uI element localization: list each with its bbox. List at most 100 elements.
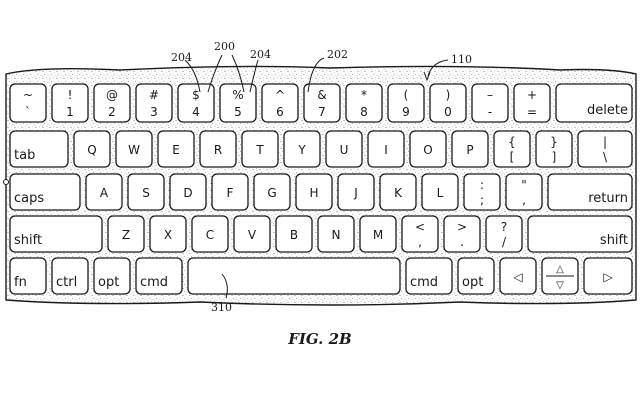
keycap-b[interactable] xyxy=(275,215,313,253)
keycap-i[interactable] xyxy=(367,130,405,168)
keycap-d[interactable] xyxy=(169,173,207,211)
key-symbol[interactable]: {[ xyxy=(493,130,531,168)
key-symbol[interactable]: <, xyxy=(401,215,439,253)
key-return[interactable]: return xyxy=(547,173,633,211)
keycap-tab[interactable] xyxy=(9,130,69,168)
key-symbol[interactable]: ▷ xyxy=(583,257,633,295)
keycap-v[interactable] xyxy=(233,215,271,253)
key-symbol[interactable]: += xyxy=(513,83,551,123)
key-s[interactable]: S xyxy=(127,173,165,211)
key-cmd[interactable]: cmd xyxy=(135,257,183,295)
key-1[interactable]: !1 xyxy=(51,83,89,123)
key-0[interactable]: )0 xyxy=(429,83,467,123)
keycap-m[interactable] xyxy=(359,215,397,253)
key-t[interactable]: T xyxy=(241,130,279,168)
keycap-symbol[interactable] xyxy=(471,83,509,123)
keycap-f[interactable] xyxy=(211,173,249,211)
keycap-symbol[interactable] xyxy=(577,130,633,168)
keycap-opt[interactable] xyxy=(93,257,131,295)
keycap-return[interactable] xyxy=(547,173,633,211)
keycap-caps[interactable] xyxy=(9,173,81,211)
keycap-symbol[interactable] xyxy=(401,215,439,253)
keycap-space[interactable] xyxy=(187,257,401,295)
key-symbol[interactable]: –- xyxy=(471,83,509,123)
keycap-cmd[interactable] xyxy=(135,257,183,295)
keycap-t[interactable] xyxy=(241,130,279,168)
key-delete[interactable]: delete xyxy=(555,83,633,123)
key-z[interactable]: Z xyxy=(107,215,145,253)
keycap-fn[interactable] xyxy=(9,257,47,295)
key-symbol[interactable]: >. xyxy=(443,215,481,253)
key-f[interactable]: F xyxy=(211,173,249,211)
key-opt[interactable]: opt xyxy=(457,257,495,295)
key-o[interactable]: O xyxy=(409,130,447,168)
key-symbol[interactable]: ~` xyxy=(9,83,47,123)
keycap-delete[interactable] xyxy=(555,83,633,123)
key-7[interactable]: &7 xyxy=(303,83,341,123)
key-shift[interactable]: shift xyxy=(9,215,103,253)
keycap-w[interactable] xyxy=(115,130,153,168)
key-h[interactable]: H xyxy=(295,173,333,211)
key-symbol[interactable]: ", xyxy=(505,173,543,211)
key-symbol[interactable]: |\ xyxy=(577,130,633,168)
key-8[interactable]: *8 xyxy=(345,83,383,123)
key-2[interactable]: @2 xyxy=(93,83,131,123)
keycap-e[interactable] xyxy=(157,130,195,168)
key-symbol[interactable]: △▽ xyxy=(541,257,579,295)
key-y[interactable]: Y xyxy=(283,130,321,168)
keycap-symbol[interactable] xyxy=(513,83,551,123)
keycap-8[interactable] xyxy=(345,83,383,123)
key-r[interactable]: R xyxy=(199,130,237,168)
key-9[interactable]: (9 xyxy=(387,83,425,123)
key-m[interactable]: M xyxy=(359,215,397,253)
keycap-shift[interactable] xyxy=(9,215,103,253)
keycap-0[interactable] xyxy=(429,83,467,123)
keycap-cmd[interactable] xyxy=(405,257,453,295)
keycap-s[interactable] xyxy=(127,173,165,211)
key-i[interactable]: I xyxy=(367,130,405,168)
keycap-symbol[interactable] xyxy=(499,257,537,295)
key-6[interactable]: ^6 xyxy=(261,83,299,123)
keycap-c[interactable] xyxy=(191,215,229,253)
keycap-x[interactable] xyxy=(149,215,187,253)
key-k[interactable]: K xyxy=(379,173,417,211)
keycap-4[interactable] xyxy=(177,83,215,123)
keycap-symbol[interactable] xyxy=(583,257,633,295)
key-4[interactable]: $4 xyxy=(177,83,215,123)
key-a[interactable]: A xyxy=(85,173,123,211)
key-3[interactable]: #3 xyxy=(135,83,173,123)
key-symbol[interactable]: :; xyxy=(463,173,501,211)
keycap-5[interactable] xyxy=(219,83,257,123)
keycap-symbol[interactable] xyxy=(493,130,531,168)
key-b[interactable]: B xyxy=(275,215,313,253)
keycap-shift[interactable] xyxy=(527,215,633,253)
key-n[interactable]: N xyxy=(317,215,355,253)
keycap-opt[interactable] xyxy=(457,257,495,295)
keycap-symbol[interactable] xyxy=(443,215,481,253)
keycap-j[interactable] xyxy=(337,173,375,211)
keycap-h[interactable] xyxy=(295,173,333,211)
key-tab[interactable]: tab xyxy=(9,130,69,168)
key-x[interactable]: X xyxy=(149,215,187,253)
keycap-n[interactable] xyxy=(317,215,355,253)
key-v[interactable]: V xyxy=(233,215,271,253)
key-u[interactable]: U xyxy=(325,130,363,168)
key-q[interactable]: Q xyxy=(73,130,111,168)
key-ctrl[interactable]: ctrl xyxy=(51,257,89,295)
keycap-k[interactable] xyxy=(379,173,417,211)
keycap-symbol[interactable] xyxy=(463,173,501,211)
keycap-q[interactable] xyxy=(73,130,111,168)
keycap-3[interactable] xyxy=(135,83,173,123)
keycap-r[interactable] xyxy=(199,130,237,168)
keycap-symbol[interactable] xyxy=(9,83,47,123)
key-fn[interactable]: fn xyxy=(9,257,47,295)
key-space[interactable] xyxy=(187,257,401,295)
key-d[interactable]: D xyxy=(169,173,207,211)
key-j[interactable]: J xyxy=(337,173,375,211)
keycap-p[interactable] xyxy=(451,130,489,168)
key-shift[interactable]: shift xyxy=(527,215,633,253)
key-cmd[interactable]: cmd xyxy=(405,257,453,295)
key-symbol[interactable]: ◁ xyxy=(499,257,537,295)
key-p[interactable]: P xyxy=(451,130,489,168)
keycap-9[interactable] xyxy=(387,83,425,123)
